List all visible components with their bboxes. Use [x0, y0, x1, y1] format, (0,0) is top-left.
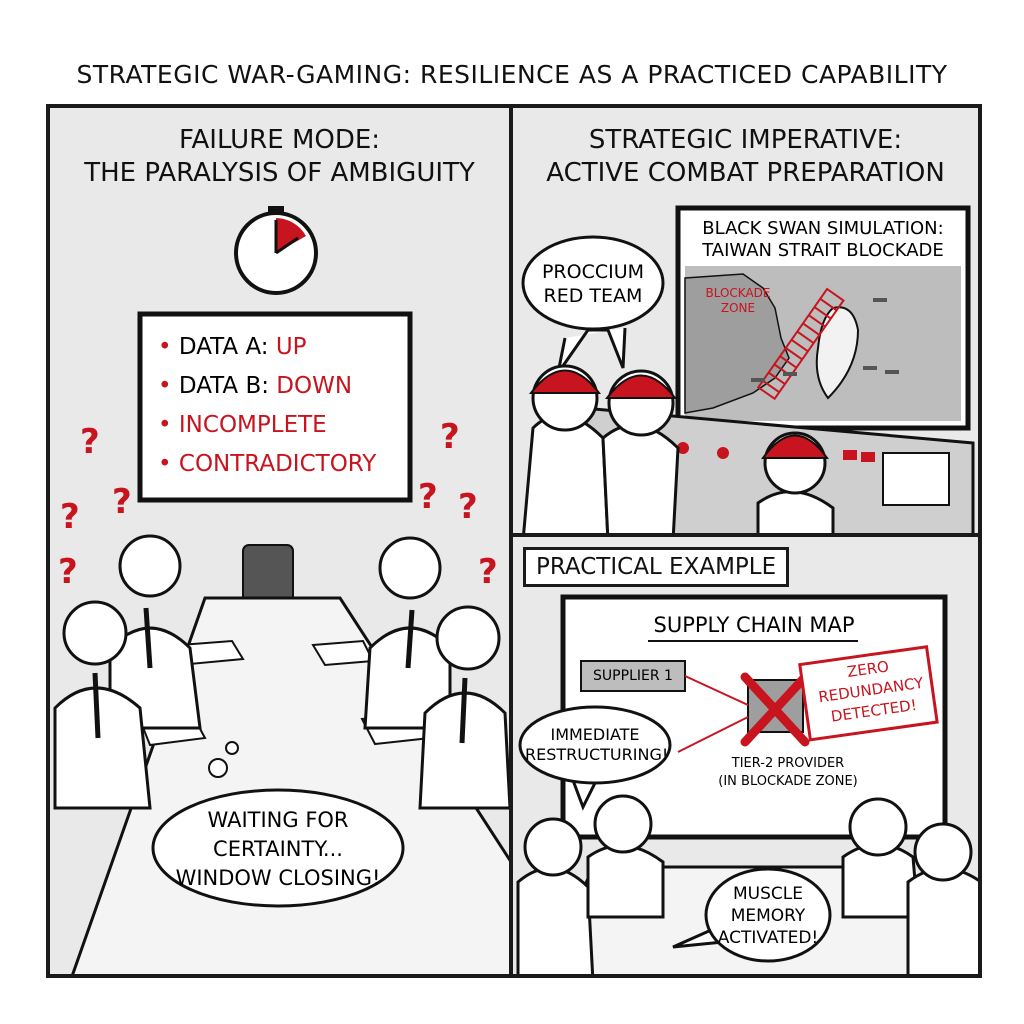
worried-person — [53, 600, 152, 810]
bubble-line: MUSCLE — [733, 884, 803, 904]
thought-line: WINDOW CLOSING! — [175, 866, 381, 890]
panel-title-line2: THE PARALYSIS OF AMBIGUITY — [84, 158, 475, 188]
board-item: • CONTRADICTORY — [158, 451, 377, 477]
panel-practical-example-art — [516, 594, 978, 974]
zone-label-line: BLOCKADE — [705, 286, 771, 300]
panel-title-line1: STRATEGIC IMPERATIVE: — [588, 125, 903, 155]
worried-person — [363, 536, 452, 730]
thought-bubble-text: WAITING FOR CERTAINTY... WINDOW CLOSING! — [170, 806, 386, 893]
bubble-right-text: MUSCLE MEMORY ACTIVATED! — [711, 883, 825, 949]
panel-title-line1: FAILURE MODE: — [178, 125, 381, 155]
simulation-title-line: TAIWAN STRAIT BLOCKADE — [702, 240, 944, 261]
panel-failure-mode: ? ? ? ? ? ? ? ? FAILURE MODE: THE PARALY… — [46, 104, 513, 978]
supplier-label: SUPPLIER 1 — [593, 668, 673, 684]
speech-bubble-left — [518, 705, 672, 811]
svg-text:?: ? — [58, 552, 78, 592]
speech-bubble-right — [672, 867, 832, 963]
simulation-title: BLACK SWAN SIMULATION: TAIWAN STRAIT BLO… — [685, 218, 961, 262]
panel-title-line2: ACTIVE COMBAT PREPARATION — [546, 158, 945, 188]
provider-label: TIER-2 PROVIDER (IN BLOCKADE ZONE) — [703, 755, 873, 791]
svg-text:?: ? — [458, 487, 478, 527]
bubble-line: RESTRUCTURING! — [525, 745, 669, 764]
redundancy-stamp — [798, 645, 939, 742]
x-mark-icon — [740, 672, 810, 747]
thought-bubble — [151, 741, 405, 908]
simulation-title-line: BLACK SWAN SIMULATION: — [702, 218, 944, 239]
team-member — [586, 794, 665, 919]
thought-line: WAITING FOR — [207, 808, 349, 832]
worried-person — [418, 605, 509, 810]
bubble-line: IMMEDIATE — [550, 725, 640, 744]
blockade-zone-label: BLOCKADE ZONE — [693, 286, 783, 316]
clock-icon — [234, 206, 318, 295]
data-board-list: • DATA A: UP • DATA B: DOWN • INCOMPLETE… — [158, 328, 408, 484]
svg-text:?: ? — [418, 477, 438, 517]
bubble-line: ACTIVATED! — [717, 928, 819, 948]
question-mark-icons: ? ? ? ? ? ? ? ? — [58, 417, 498, 592]
bubble-line: PROCCIUM — [541, 261, 645, 283]
team-member — [516, 817, 595, 974]
data-board — [137, 311, 413, 503]
bubble-left-text: IMMEDIATE RESTRUCTURING! — [525, 725, 669, 765]
blockade-zone-marker — [756, 287, 845, 401]
panel-strategic-imperative: STRATEGIC IMPERATIVE: ACTIVE COMBAT PREP… — [509, 104, 982, 537]
red-team-operator — [756, 431, 835, 533]
bubble-line: MEMORY — [730, 906, 806, 926]
page-title: STRATEGIC WAR-GAMING: RESILIENCE AS A PR… — [76, 60, 948, 89]
red-team-operator — [522, 364, 610, 533]
svg-text:?: ? — [440, 417, 460, 457]
svg-text:?: ? — [478, 552, 498, 592]
chair — [242, 544, 294, 604]
svg-text:?: ? — [60, 497, 80, 537]
panel-strategic-imperative-art — [521, 205, 975, 533]
practical-example-caption: PRACTICAL EXAMPLE — [523, 547, 790, 587]
zone-label-line: ZONE — [720, 301, 756, 315]
speech-bubble-text: PROCCIUM RED TEAM — [533, 260, 653, 308]
svg-text:?: ? — [80, 422, 100, 462]
supplier-box — [580, 660, 686, 692]
console-buttons — [677, 442, 875, 462]
provider-line: TIER-2 PROVIDER — [731, 756, 845, 771]
thought-line: CERTAINTY... — [213, 837, 343, 861]
board-item: • DATA B: DOWN — [158, 373, 353, 399]
team-member — [841, 797, 920, 919]
keypad — [882, 452, 950, 506]
panel-practical-example: PRACTICAL EXAMPLE SUPPLY CHAIN MAP SUPPL… — [509, 533, 982, 978]
ship-icons — [751, 298, 899, 382]
panel-failure-mode-art: ? ? ? ? ? ? ? ? — [53, 206, 509, 974]
provider-line: (IN BLOCKADE ZONE) — [718, 774, 858, 789]
team-member — [906, 822, 978, 974]
red-team-operator — [601, 369, 680, 533]
board-item: • DATA A: UP — [158, 334, 307, 360]
supply-chain-title: SUPPLY CHAIN MAP — [653, 613, 855, 637]
board-item: • INCOMPLETE — [158, 412, 327, 438]
svg-text:?: ? — [112, 482, 132, 522]
bubble-line: RED TEAM — [543, 285, 643, 307]
